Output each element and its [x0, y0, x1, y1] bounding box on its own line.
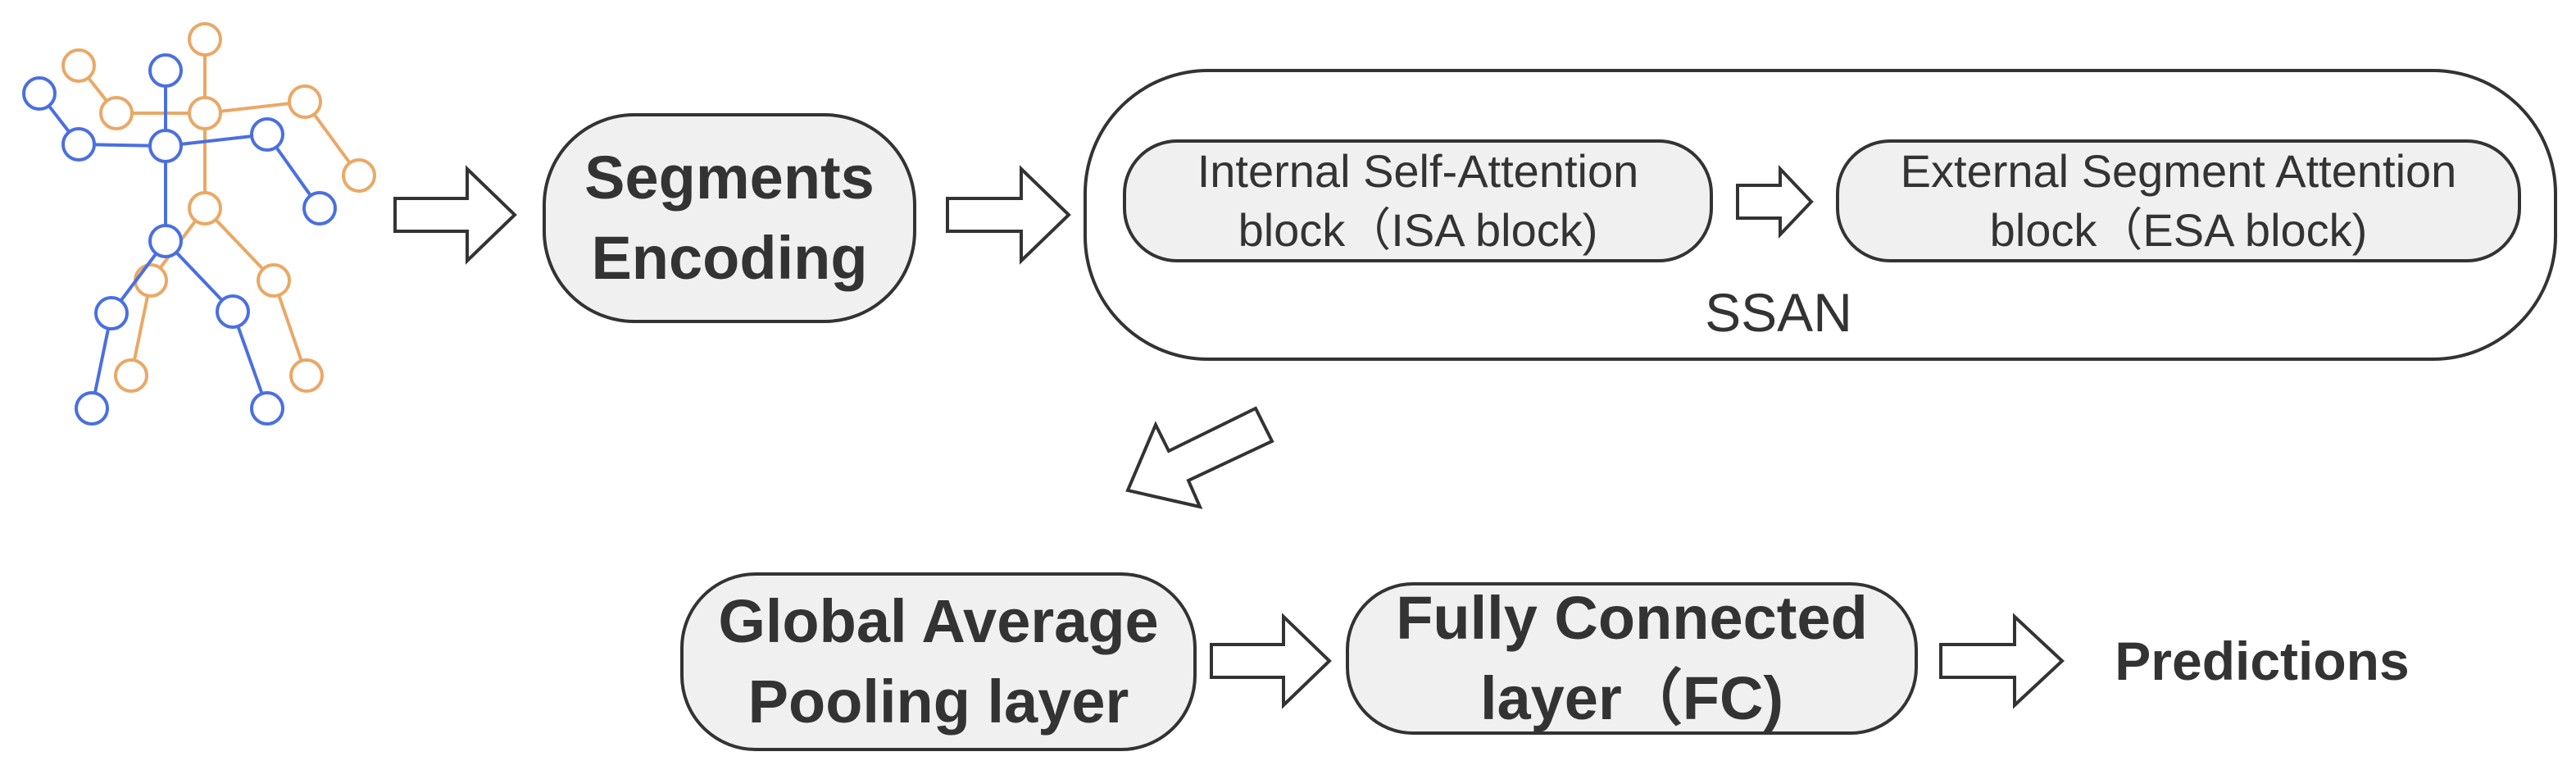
isa-block-line1: Internal Self-Attention: [1197, 145, 1639, 197]
esa-block-line1: External Segment Attention: [1900, 145, 2457, 197]
fc-layer-line2: layer（FC): [1479, 664, 1784, 732]
gap-layer-box: [680, 572, 1197, 751]
arrow-encoding-to-ssan: [946, 165, 1071, 265]
arrow-skeleton-to-encoding: [393, 165, 517, 265]
esa-block-label: External Segment Attention block（ESA blo…: [1838, 141, 2519, 261]
arrow-isa-to-esa: [1736, 164, 1814, 239]
segments-encoding-box: [543, 113, 916, 323]
segments-encoding-line2: Encoding: [591, 224, 868, 292]
predictions-label-text: Predictions: [2115, 631, 2410, 691]
gap-layer-label: Global Average Pooling layer: [682, 574, 1195, 749]
gap-layer-line1: Global Average: [718, 587, 1159, 655]
arrow-gap-to-fc: [1210, 613, 1332, 709]
fc-layer-box: [1346, 582, 1918, 735]
gap-layer-line2: Pooling layer: [747, 667, 1129, 736]
ssan-label: SSAN: [1606, 276, 1951, 349]
human-skeleton-icon: [22, 22, 376, 426]
ssan-label-text: SSAN: [1705, 282, 1852, 343]
isa-block-label: Internal Self-Attention block（ISA block): [1124, 141, 1711, 261]
isa-block-line2: block（ISA block): [1238, 204, 1598, 256]
predictions-label: Predictions: [2082, 620, 2442, 702]
fc-layer-line1: Fully Connected: [1396, 584, 1868, 652]
fc-layer-label: Fully Connected layer（FC): [1347, 584, 1916, 733]
arrow-ssan-to-gap: [1125, 406, 1274, 509]
arrow-fc-to-predictions: [1939, 613, 2065, 709]
esa-block-line2: block（ESA block): [1989, 204, 2368, 256]
esa-block-box: [1836, 139, 2521, 262]
segments-encoding-label: Segments Encoding: [544, 115, 915, 321]
isa-block-box: [1123, 139, 1713, 262]
segments-encoding-line1: Segments: [584, 144, 875, 212]
